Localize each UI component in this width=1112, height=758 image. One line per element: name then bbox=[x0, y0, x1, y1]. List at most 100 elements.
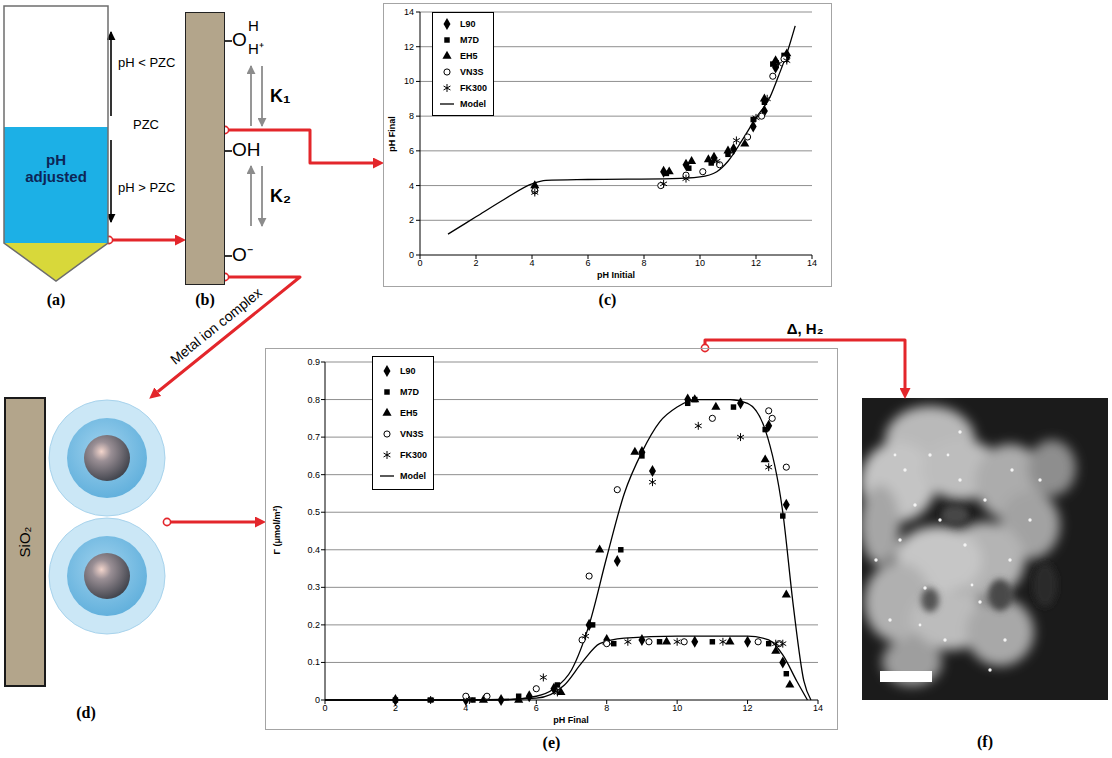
data-point bbox=[638, 446, 645, 458]
inner-shell bbox=[67, 418, 147, 498]
legend-sample bbox=[439, 34, 455, 46]
gridline bbox=[325, 662, 818, 663]
legend-marker bbox=[382, 407, 391, 415]
tick-label: 0.1 bbox=[307, 657, 320, 667]
legend-text: VN3S bbox=[460, 67, 484, 77]
data-series bbox=[531, 57, 790, 197]
legend-row: FK300 bbox=[379, 444, 427, 465]
data-point bbox=[731, 404, 736, 409]
legend-sample bbox=[379, 386, 395, 398]
data-point bbox=[783, 57, 790, 65]
data-point bbox=[638, 634, 645, 646]
legend-sample bbox=[379, 365, 395, 377]
atom-symbol: H bbox=[248, 17, 259, 34]
legend-row: FK300 bbox=[439, 80, 487, 96]
tick-mark bbox=[321, 624, 325, 625]
tick-label: 0 bbox=[322, 703, 327, 713]
legend-text: EH5 bbox=[460, 51, 478, 61]
bond-line bbox=[225, 255, 232, 257]
data-point bbox=[744, 636, 751, 648]
data-series bbox=[532, 56, 787, 194]
data-point bbox=[785, 680, 794, 688]
legend-row: VN3S bbox=[439, 64, 487, 80]
atom-symbol: O bbox=[232, 29, 247, 51]
data-series bbox=[463, 408, 790, 700]
data-point bbox=[700, 169, 706, 175]
bond-line bbox=[225, 40, 232, 42]
data-point bbox=[764, 95, 771, 103]
data-point bbox=[470, 697, 475, 702]
tick-label: 0.6 bbox=[307, 469, 320, 479]
legend-sample bbox=[439, 66, 455, 78]
data-point bbox=[665, 166, 674, 174]
data-point bbox=[783, 464, 789, 470]
legend-row: EH5 bbox=[439, 48, 487, 64]
data-point bbox=[780, 513, 785, 518]
legend-marker bbox=[384, 389, 389, 394]
legend-text: Model bbox=[400, 471, 426, 481]
tick-label: 14 bbox=[404, 7, 414, 17]
legend-line bbox=[380, 475, 394, 476]
equilibrium-constant: K₂ bbox=[270, 186, 291, 207]
tick-label: 14 bbox=[807, 258, 817, 268]
data-point bbox=[711, 402, 720, 410]
tick-mark bbox=[321, 474, 325, 475]
ph-arrow bbox=[110, 140, 112, 222]
data-point bbox=[776, 641, 782, 647]
tick-mark bbox=[321, 700, 325, 701]
edge-label: Metal ion complex bbox=[165, 283, 266, 369]
tick-label: 0.4 bbox=[307, 545, 320, 555]
micrograph-panel: (f) bbox=[862, 398, 1108, 700]
data-point bbox=[540, 673, 547, 681]
data-point bbox=[484, 693, 490, 699]
data-point bbox=[737, 433, 744, 441]
axis-line bbox=[420, 12, 812, 255]
equilibrium-constant: K₁ bbox=[270, 86, 290, 107]
tick-mark bbox=[416, 116, 420, 117]
legend-text: FK300 bbox=[460, 83, 487, 93]
legend-text: L90 bbox=[460, 19, 476, 29]
gridline bbox=[325, 587, 818, 588]
silica-bar bbox=[5, 398, 45, 686]
data-point bbox=[649, 478, 656, 486]
data-point bbox=[554, 689, 561, 697]
flow-arrow bbox=[109, 239, 175, 242]
equilibrium-arrow bbox=[250, 66, 252, 126]
tick-label: 8 bbox=[604, 703, 609, 713]
data-point bbox=[614, 487, 620, 493]
legend-marker bbox=[444, 69, 450, 75]
data-point bbox=[624, 638, 631, 646]
legend-text: M7D bbox=[400, 387, 419, 397]
data-point bbox=[586, 573, 592, 579]
panel-letter: (d) bbox=[76, 704, 96, 722]
legend-marker bbox=[444, 18, 451, 30]
legend-row: L90 bbox=[439, 16, 487, 32]
data-point bbox=[684, 394, 691, 406]
legend-sample bbox=[379, 449, 395, 461]
data-point bbox=[649, 465, 656, 477]
equilibrium-arrow bbox=[261, 66, 263, 126]
tick-label: 0.5 bbox=[307, 507, 320, 517]
sample-tube: pH adjusted(a) bbox=[3, 5, 109, 283]
data-point bbox=[526, 690, 533, 702]
tick-label: 0.7 bbox=[307, 432, 320, 442]
panel-letter: (c) bbox=[599, 291, 617, 309]
legend-box: L90M7DEH5VN3SFK300Model bbox=[432, 12, 494, 116]
tick-label: 6 bbox=[585, 258, 590, 268]
gridline bbox=[420, 220, 812, 221]
tick-label: 0.3 bbox=[307, 582, 320, 592]
tick-label: 10 bbox=[404, 76, 414, 86]
legend-text: EH5 bbox=[400, 408, 418, 418]
legend-text: Model bbox=[460, 99, 486, 109]
data-point bbox=[683, 175, 690, 183]
micrograph bbox=[862, 398, 1108, 700]
tick-label: 4 bbox=[463, 703, 468, 713]
data-point bbox=[466, 696, 473, 704]
data-point bbox=[514, 695, 523, 703]
tick-label: 8 bbox=[409, 111, 414, 121]
data-point bbox=[582, 632, 589, 640]
legend-sample bbox=[379, 470, 395, 482]
tick-mark bbox=[321, 437, 325, 438]
tick-label: 0.8 bbox=[307, 394, 320, 404]
